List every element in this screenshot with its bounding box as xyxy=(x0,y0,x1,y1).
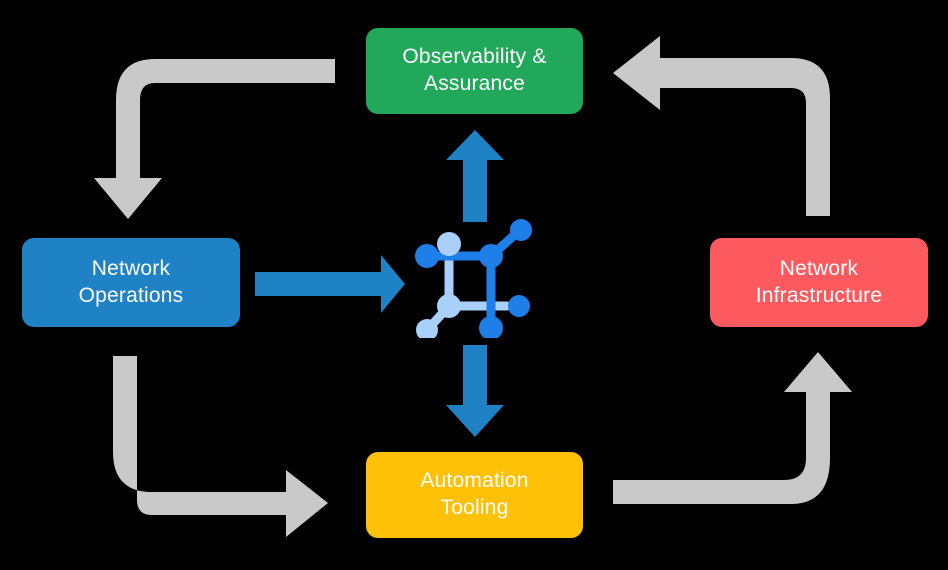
node-box-observability[interactable]: Observability & Assurance xyxy=(366,28,583,114)
node-label-line2: Tooling xyxy=(440,496,509,519)
elbow-arrow-observability-to-operations xyxy=(94,59,335,219)
node-box-infrastructure[interactable]: Network Infrastructure xyxy=(710,238,928,327)
elbow-arrow-operations-to-automation xyxy=(113,356,328,537)
node-box-operations[interactable]: Network Operations xyxy=(22,238,240,327)
arrow-operations-to-center xyxy=(255,255,405,313)
node-label-line2: Operations xyxy=(78,283,184,307)
node-label-line2: Assurance xyxy=(423,72,526,95)
arrow-center-to-automation xyxy=(446,345,504,437)
node-label-line1: Network xyxy=(779,256,859,280)
node-label-infrastructure: Network Infrastructure xyxy=(756,256,883,310)
elbow-arrow-automation-to-infrastructure xyxy=(613,352,852,504)
node-label-line1: Observability & xyxy=(402,45,547,69)
node-label-observability: Observability & Assurance xyxy=(402,44,546,98)
node-box-automation[interactable]: Automation Tooling xyxy=(366,452,583,538)
network-graph-icon xyxy=(415,219,532,338)
node-label-line1: Automation xyxy=(420,469,529,493)
arrow-center-to-observability xyxy=(446,130,504,222)
elbow-arrow-infrastructure-to-observability xyxy=(613,36,830,216)
node-label-operations: Network Operations xyxy=(79,256,184,310)
node-label-line2: Infrastructure xyxy=(755,283,883,307)
node-label-line1: Network xyxy=(91,256,171,280)
node-label-automation: Automation Tooling xyxy=(420,468,528,522)
